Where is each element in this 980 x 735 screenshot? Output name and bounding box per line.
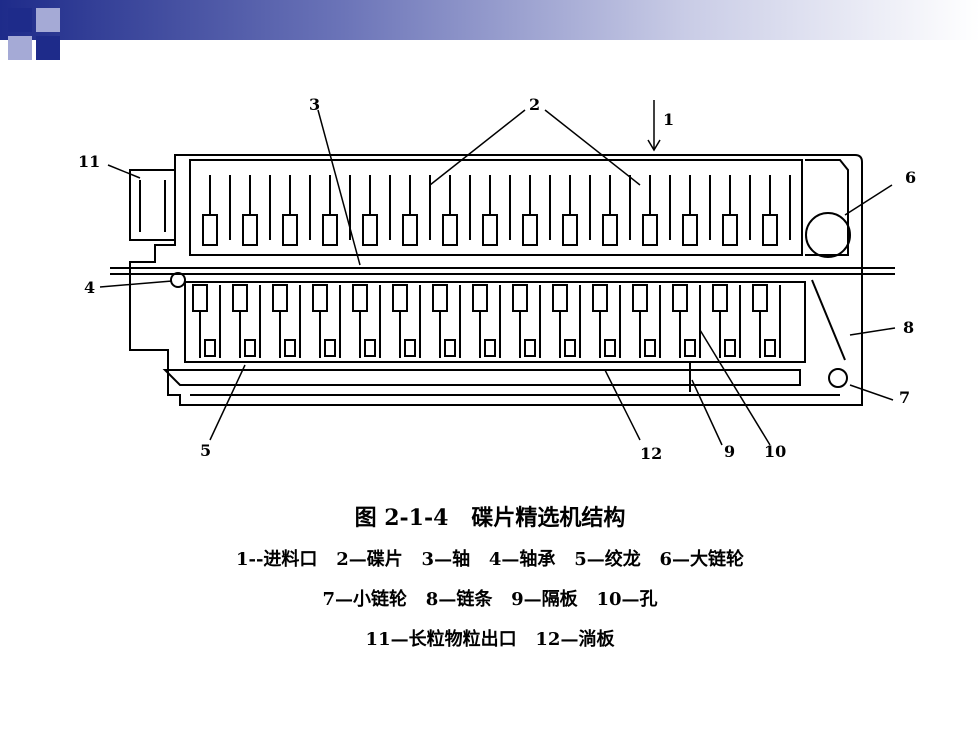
disc-separator-diagram <box>99 100 896 446</box>
large-sprocket-6 <box>805 212 851 258</box>
figure-caption-title: 图 2-1-4 碟片精选机结构 <box>354 505 626 531</box>
figure-legend-line-1: 1--进料口 2—碟片 3—轴 4—轴承 5—绞龙 6—大链轮 <box>235 549 745 570</box>
housing-outline <box>129 154 863 406</box>
upper-disc-hubs <box>202 214 778 246</box>
lower-chamber <box>184 281 806 363</box>
chain-8 <box>811 279 846 361</box>
logo-square-3 <box>8 36 32 60</box>
part-label-12: 12 <box>640 444 663 463</box>
part-label-2: 2 <box>529 95 541 114</box>
logo-square-1 <box>8 8 32 32</box>
part-label-11: 11 <box>78 152 101 171</box>
header-banner <box>0 0 980 40</box>
outlet-11 <box>129 169 176 241</box>
leader-lines <box>99 100 896 446</box>
right-end-cover <box>805 159 849 256</box>
lower-discs <box>199 285 781 358</box>
small-sprocket-7 <box>828 368 848 388</box>
bearing-4 <box>170 272 186 288</box>
part-label-1: 1 <box>663 110 675 129</box>
part-label-7: 7 <box>899 388 911 407</box>
part-label-8: 8 <box>903 318 915 337</box>
disc-pockets-10 <box>204 339 776 357</box>
upper-chamber <box>189 159 803 256</box>
part-label-10: 10 <box>764 442 787 461</box>
auger-5 <box>162 369 801 386</box>
figure-legend-line-2: 7—小链轮 8—链条 9—隔板 10—孔 <box>322 589 658 610</box>
logo-square-4 <box>36 36 60 60</box>
part-label-9: 9 <box>724 442 736 461</box>
logo-square-2 <box>36 8 60 32</box>
part-label-6: 6 <box>905 168 917 187</box>
part-label-4: 4 <box>84 278 96 297</box>
part-label-5: 5 <box>200 441 212 460</box>
lower-disc-hubs <box>192 284 768 312</box>
part-label-3: 3 <box>309 95 321 114</box>
figure-legend-line-3: 11—长粒物粒出口 12—淌板 <box>365 629 615 650</box>
